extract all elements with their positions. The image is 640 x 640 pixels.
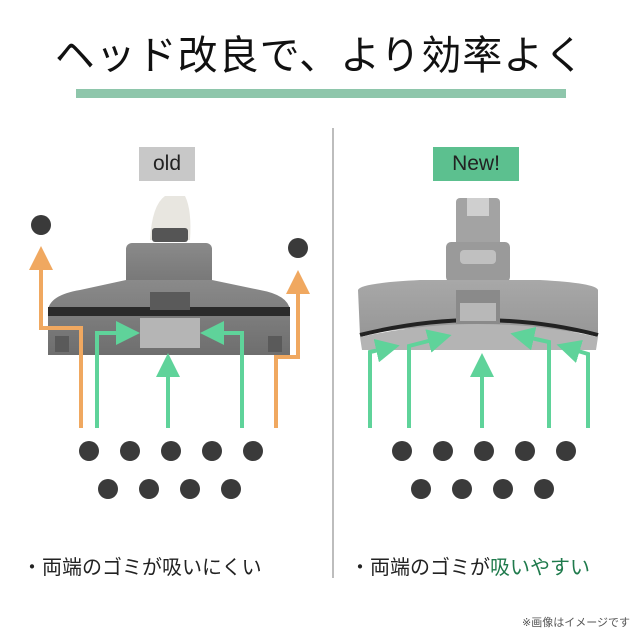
panel-divider	[332, 128, 334, 578]
old-missed-arrows	[29, 246, 310, 428]
old-vacuum-head	[48, 196, 290, 355]
old-caption: ・両端のゴミが吸いにくい	[22, 553, 262, 581]
old-caption-prefix: ・両端のゴミが	[22, 555, 162, 579]
page-title: ヘッド改良で、より効率よく	[54, 33, 586, 79]
new-caption-prefix: ・両端のゴミが	[350, 555, 490, 579]
new-caption: ・両端のゴミが吸いやすい	[350, 553, 590, 581]
new-suction-arrows	[368, 326, 590, 428]
old-suction-arrows	[95, 321, 244, 428]
new-caption-highlight: 吸いやすい	[490, 555, 590, 579]
new-debris-dots	[392, 441, 576, 499]
new-badge: New!	[433, 147, 519, 181]
title-underline	[76, 89, 566, 98]
old-caption-highlight: 吸いにくい	[162, 555, 262, 579]
old-badge: old	[139, 147, 195, 181]
new-vacuum-head	[358, 198, 599, 350]
old-debris-dots	[31, 215, 308, 499]
image-disclaimer: ※画像はイメージです	[522, 616, 630, 629]
